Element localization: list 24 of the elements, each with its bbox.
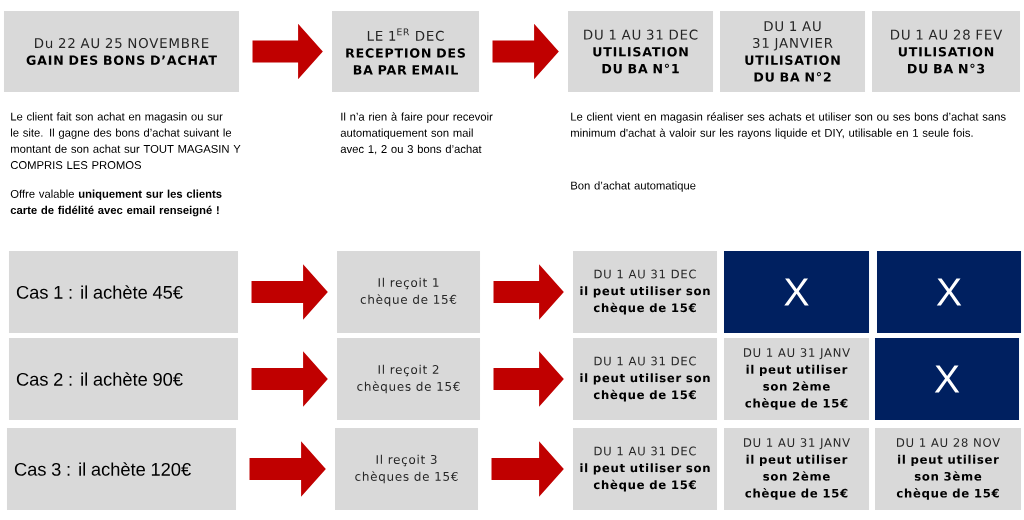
voucher-box: Il reçoit 3 chèques de 15€ [335,428,479,510]
date-box: DU 1 AU 31 JANVIER UTILISATION DU BA N°2 [720,11,866,92]
description-text: Le client fait son achat en magasin ou sur le site. Il gagne des bons d’achat suivant le montant de son achat sur TOUT MAGASIN Y COMPRIS LES PROMOS Offre valable uniquement sur les clients carte de fidélité avec email renseigné ! [10,112,241,217]
date-box: Du 22 AU 25 NOVEMBRE GAIN DES BONS D’ACHAT [3,11,240,92]
date-box: LE 1$^{ER}$ DEC RECEPTION DES BA PAR EMAIL [332,11,480,92]
case-box: Cas 2 : il achète 90€ [8,338,239,420]
usage-box: DU 1 AU 31 JANV il peut utiliser son 2ème chèque de 15€ [724,338,870,420]
case-box: Cas 1 : il achète 45€ [8,251,239,333]
unavailable-box: X [875,338,1020,420]
voucher-box: Il reçoit 2 chèques de 15€ [337,338,480,420]
usage-box: DU 1 AU 31 DEC il peut utiliser son chèque de 15€ [573,251,718,333]
unavailable-box: X [724,251,870,333]
usage-box: DU 1 AU 31 DEC il peut utiliser son chèque de 15€ [573,338,718,420]
usage-box: DU 1 AU 31 DEC il peut utiliser son chèque de 15€ [573,428,718,510]
usage-box: DU 1 AU 31 JANV il peut utiliser son 2ème chèque de 15€ [724,428,870,510]
usage-box: DU 1 AU 28 NOV il peut utiliser son 3ème chèque de 15€ [875,428,1022,510]
unavailable-box: X [877,251,1022,333]
date-box: DU 1 AU 28 FEV UTILISATION DU BA N°3 [872,11,1021,92]
case-box: Cas 3 : il achète 120€ [6,428,237,510]
description-text: Le client vient en magasin réaliser ses achats et utiliser son ou ses bons d’achat sans minimum d'achat à valoir sur les rayons liquide et DIY, utilisable en 1 seule fois. [571,112,1006,140]
description-text: Bon d’achat automatique [571,181,696,192]
date-box: DU 1 AU 31 DEC UTILISATION DU BA N°1 [568,11,714,92]
voucher-box: Il reçoit 1 chèque de 15€ [337,251,480,333]
description-text: Il n’a rien à faire pour recevoir automatiquement son mail avec 1, 2 ou 3 bons d’achat [340,112,493,155]
